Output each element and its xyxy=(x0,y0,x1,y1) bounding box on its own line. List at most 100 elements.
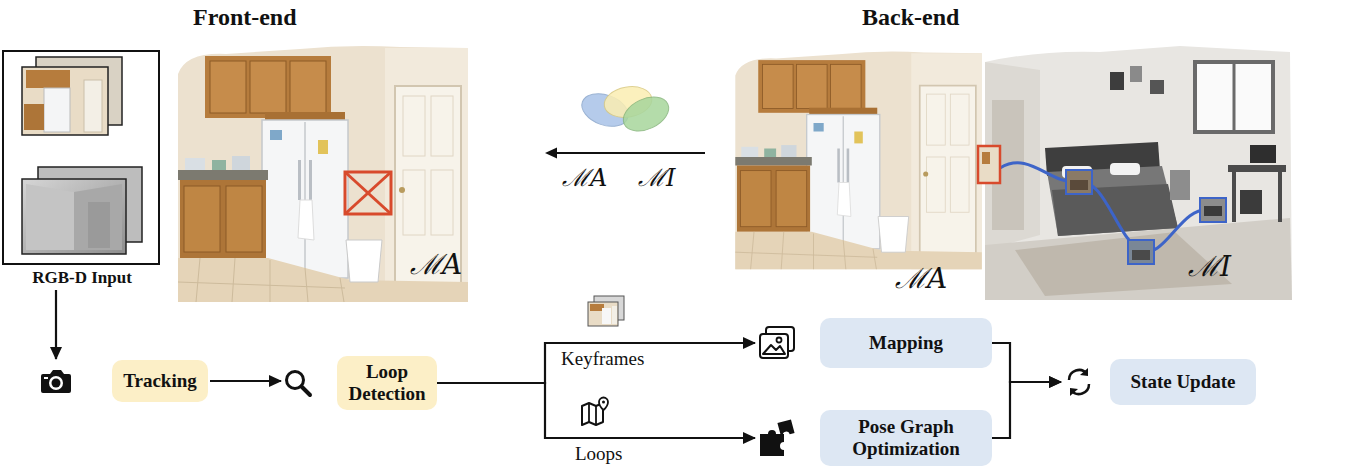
keyframe-trajectory-part xyxy=(1128,240,1154,264)
process-box: State Update xyxy=(1063,359,1256,405)
frame-border-part-part xyxy=(88,202,110,248)
map-symbol: ℳA xyxy=(895,258,947,296)
frame-border-part-part xyxy=(26,184,74,250)
map-transfer-arrow-part xyxy=(545,148,557,159)
flow-arrow xyxy=(992,343,1061,382)
process-icon-part-part xyxy=(777,419,794,436)
input-frames-box: RGB-D Input xyxy=(2,50,162,288)
map-symbol: ℳI xyxy=(1188,246,1231,284)
node-label: Tracking xyxy=(123,370,197,392)
node-label: Pose Graph Optimization xyxy=(828,416,984,460)
back-end-inactive-map-part xyxy=(1015,232,1232,296)
back-end-inactive-map-part xyxy=(1110,163,1140,175)
back-end-inactive-map-part xyxy=(1250,145,1276,163)
back-end-inactive-map-part xyxy=(1130,66,1142,82)
back-end-inactive-map xyxy=(985,46,1292,300)
back-end-inactive-map-part xyxy=(1047,166,1178,236)
process-icon-part xyxy=(757,325,797,361)
frame-border-part-part xyxy=(24,104,44,130)
frame-border-part-part xyxy=(26,70,70,88)
submap-icon xyxy=(577,83,674,138)
process-icon-part-part xyxy=(760,334,788,358)
keyframe-trajectory-part xyxy=(1204,206,1222,216)
back-end-inactive-map-part xyxy=(1278,172,1282,222)
back-end-inactive-map-part xyxy=(1150,80,1164,94)
process-pill: Loop Detection xyxy=(337,356,437,410)
keyframe-trajectory-part xyxy=(978,146,1000,183)
node-label: Loop Detection xyxy=(345,361,429,405)
frame-border xyxy=(2,50,160,265)
process-pill: Tracking xyxy=(112,360,208,402)
edge-label: Loops xyxy=(573,443,625,465)
loops-icon-part xyxy=(602,401,605,404)
process-icon xyxy=(40,366,72,396)
process-icon-part-part xyxy=(49,376,63,390)
back-end-inactive-map-part xyxy=(1228,165,1286,172)
submap-icon-part xyxy=(618,90,674,137)
process-icon-part xyxy=(757,418,797,458)
frame-border-part-part xyxy=(44,88,70,132)
process-icon-part xyxy=(283,368,313,398)
dropped-keyframe-marker-part xyxy=(345,172,391,214)
map-symbol: ℳI xyxy=(638,160,675,193)
dropped-keyframe-marker-part xyxy=(345,172,391,214)
process-icon-part xyxy=(40,366,72,396)
edge-label: Keyframes xyxy=(559,348,646,370)
process-box: Tracking xyxy=(40,360,208,402)
map-transfer-arrow-part xyxy=(555,152,705,154)
dropped-keyframe-marker xyxy=(345,172,391,214)
keyframes-icon-part xyxy=(612,306,617,324)
map-symbol: ℳA xyxy=(562,160,607,193)
keyframes-icon-part xyxy=(602,308,611,324)
process-icon xyxy=(1063,366,1095,398)
back-end-inactive-map-part xyxy=(1110,72,1124,90)
keyframe-trajectory-part xyxy=(1000,163,1210,252)
frame-border-part-part xyxy=(74,184,122,250)
frame-border-part-part xyxy=(22,67,108,135)
keyframe-trajectory-part xyxy=(1132,250,1150,260)
process-icon-part-part xyxy=(763,345,785,354)
loops-icon-part xyxy=(595,406,597,425)
process-icon xyxy=(757,418,797,458)
keyframes-icon-part xyxy=(590,304,604,311)
process-box: Pose Graph Optimization xyxy=(757,410,992,466)
process-icon-part-part xyxy=(52,379,61,388)
back-end-inactive-map-part xyxy=(1195,62,1273,132)
keyframes-icon xyxy=(588,296,624,326)
process-box: Loop Detection xyxy=(283,356,437,410)
loops-icon xyxy=(582,398,608,426)
map-symbol: ℳA xyxy=(410,244,462,282)
process-icon-part-part xyxy=(1080,368,1088,376)
process-icon-part-part xyxy=(44,377,48,379)
process-icon-part xyxy=(1063,366,1095,398)
loops-icon-part xyxy=(599,398,608,411)
process-icon-part-part xyxy=(302,387,311,396)
process-icon xyxy=(757,325,797,361)
keyframe-trajectory-part xyxy=(1070,180,1088,190)
back-end-inactive-map-part xyxy=(1233,62,1236,132)
node-label: RGB-D Input xyxy=(2,268,162,288)
process-icon xyxy=(283,368,313,398)
map-transfer-arrow xyxy=(545,148,705,159)
loops-icon-part xyxy=(588,403,590,422)
flow-arrow xyxy=(55,290,57,359)
node-label: State Update xyxy=(1130,371,1235,393)
frame-border-part-part xyxy=(22,179,126,254)
keyframes-icon-part xyxy=(588,302,618,326)
node-label: Mapping xyxy=(869,332,943,354)
section-title: Front-end xyxy=(193,4,297,31)
process-icon-part-part xyxy=(1070,388,1078,396)
frame-border-part xyxy=(4,52,158,263)
keyframe-trajectory-part xyxy=(982,152,990,164)
flow-arrow xyxy=(437,383,755,438)
frame-border-part-part xyxy=(84,80,102,132)
back-end-inactive-map-part xyxy=(1170,170,1190,200)
back-end-inactive-map-part xyxy=(1240,190,1262,214)
section-title: Back-end xyxy=(862,4,959,31)
process-pill: Mapping xyxy=(820,318,992,368)
flow-arrow xyxy=(992,382,1061,438)
back-end-active-map xyxy=(735,51,982,269)
process-icon-part-part xyxy=(777,338,782,343)
dropped-keyframe-marker-part xyxy=(345,172,391,214)
